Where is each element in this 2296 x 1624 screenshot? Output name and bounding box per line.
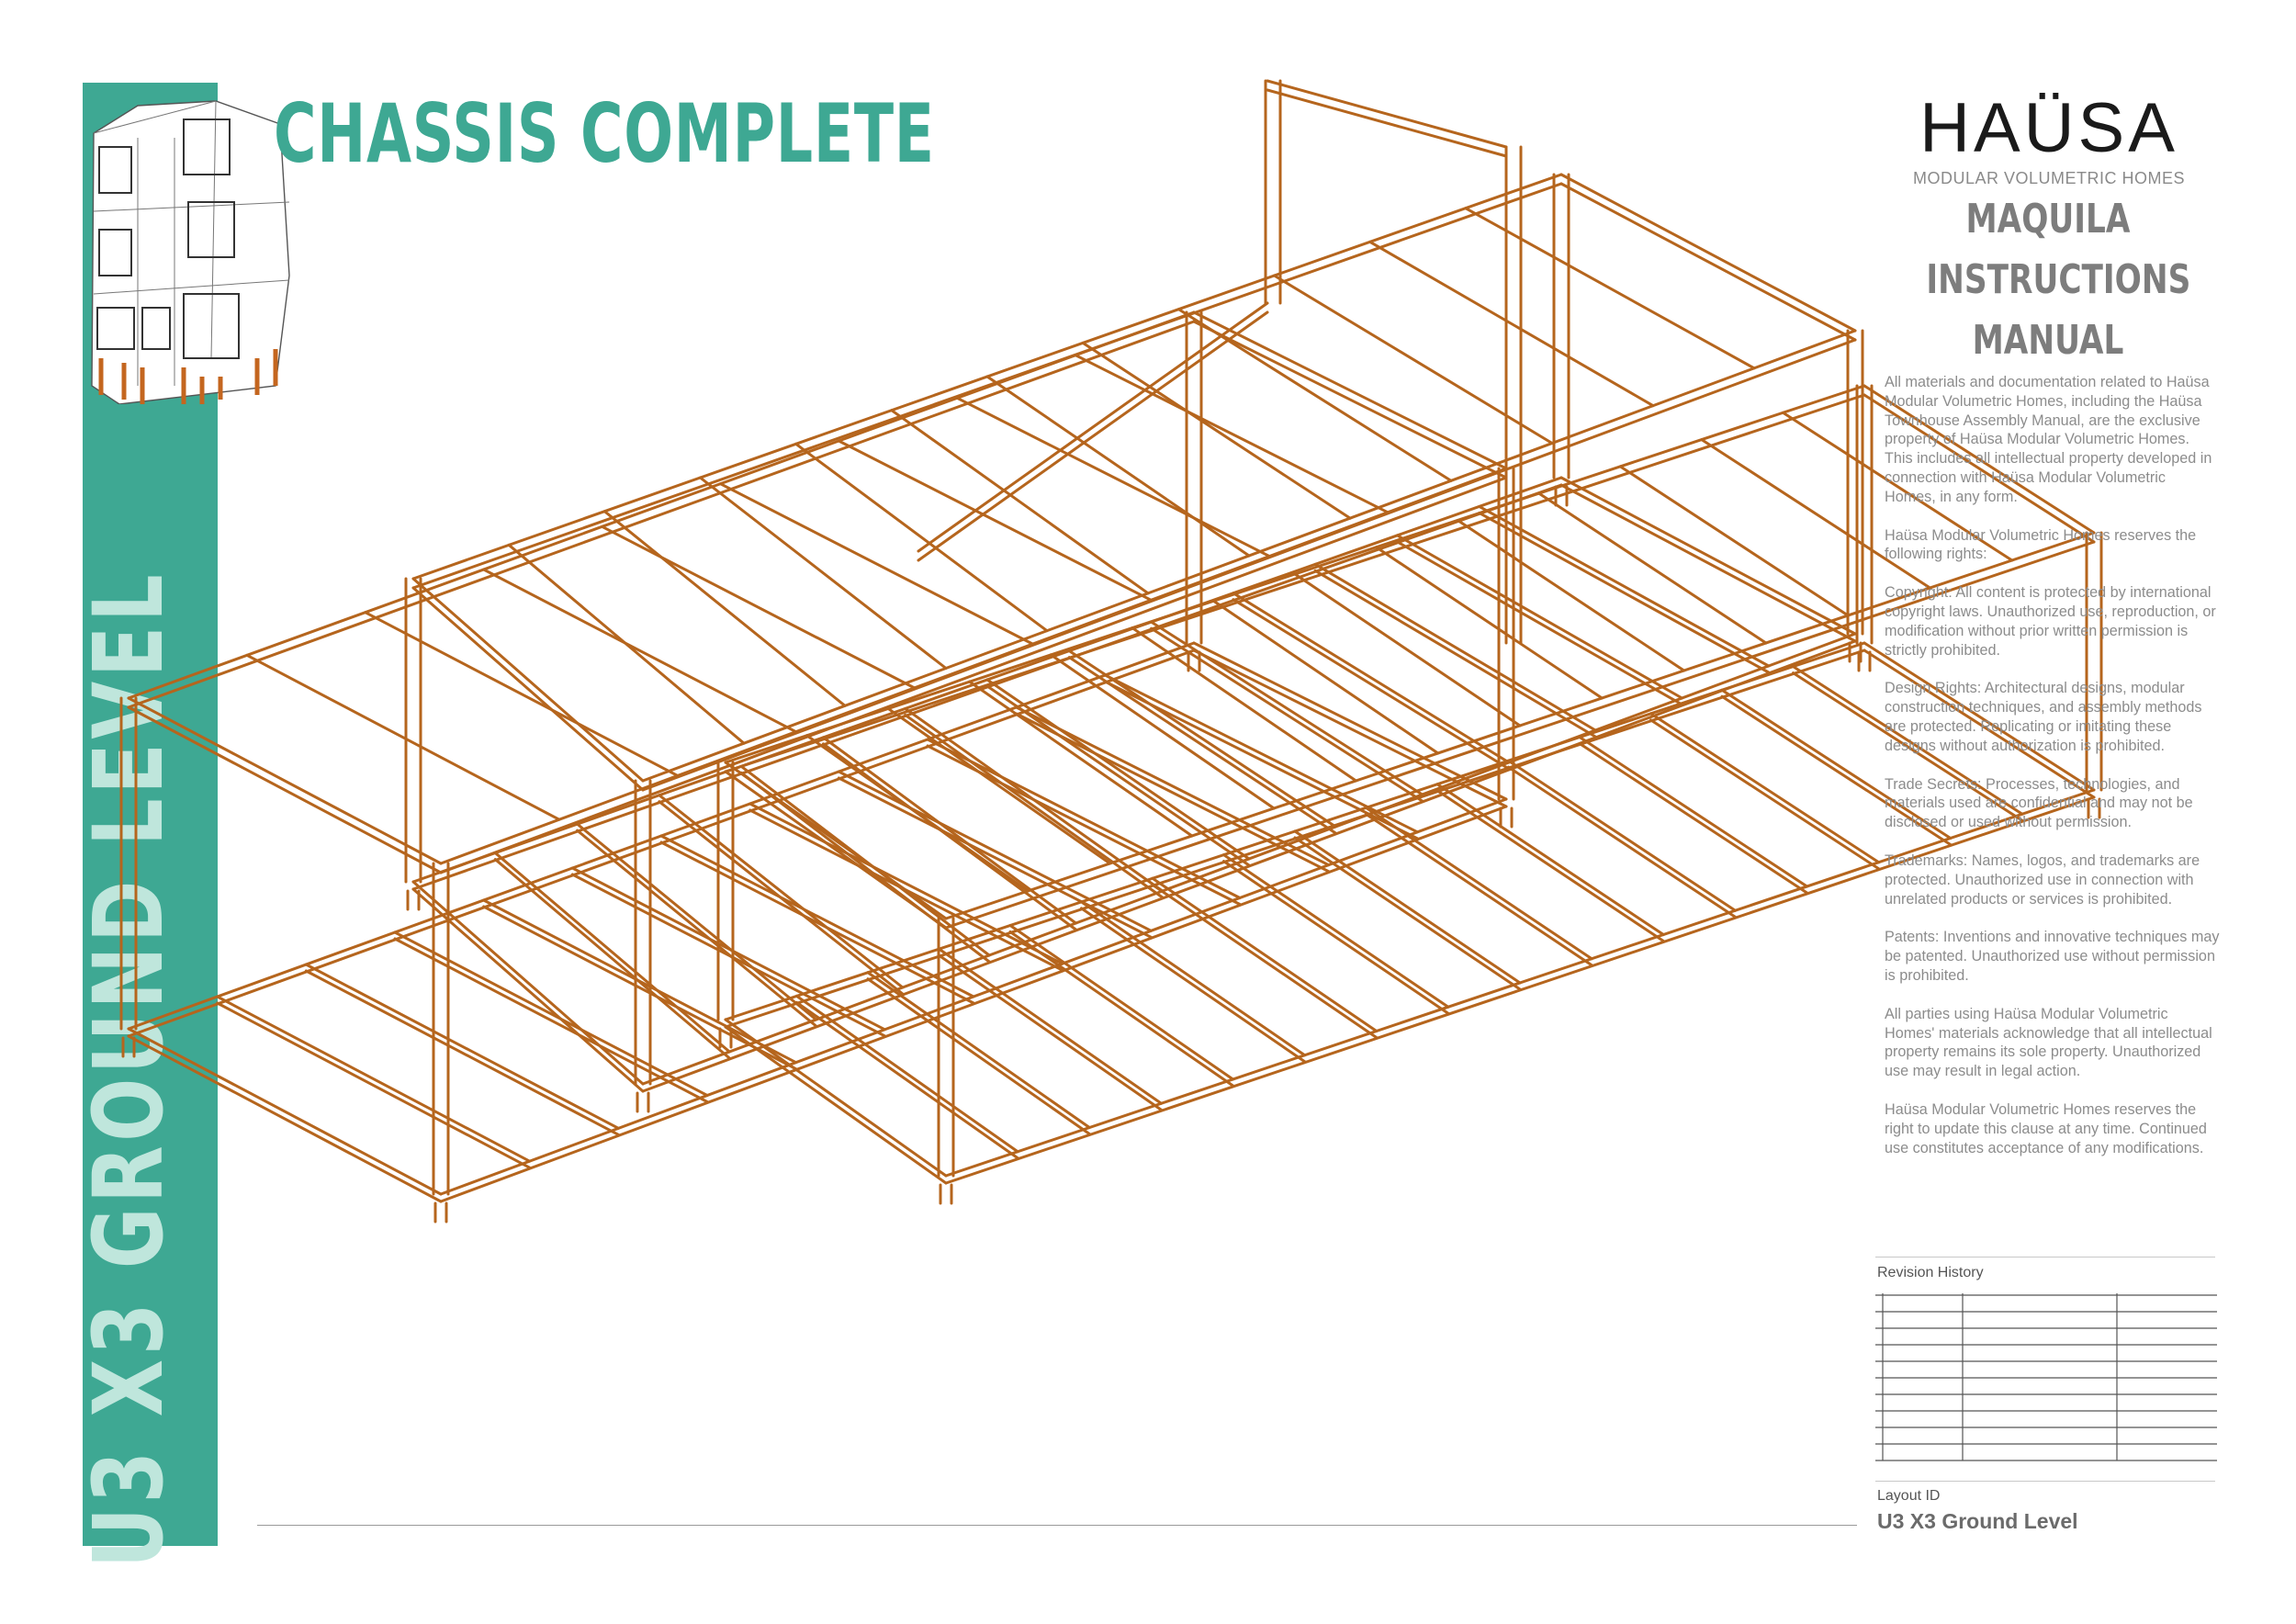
revision-history-table: [1875, 1293, 2217, 1461]
brand-logo: HAÜSA MODULAR VOLUMETRIC HOMES: [1907, 92, 2191, 188]
manual-title-line-3: MANUAL: [1972, 317, 2124, 364]
page-title: CHASSIS COMPLETE: [274, 86, 935, 181]
layout-divider: [1875, 1481, 2215, 1482]
legal-paragraph: All parties using Haüsa Modular Volumetr…: [1885, 1005, 2212, 1080]
legal-paragraph: Trade Secrets: Processes, technologies, …: [1885, 775, 2193, 831]
legal-paragraph: Haüsa Modular Volumetric Homes reserves …: [1885, 1100, 2207, 1156]
legal-paragraph: Copyright: All content is protected by i…: [1885, 584, 2216, 659]
brand-tagline: MODULAR VOLUMETRIC HOMES: [1912, 169, 2186, 187]
legal-paragraph: Trademarks: Names, logos, and trademarks…: [1885, 851, 2200, 908]
legal-paragraph: Design Rights: Architectural designs, mo…: [1885, 680, 2202, 754]
legal-notice: All materials and documentation related …: [1885, 373, 2221, 1177]
house-thumbnail: [91, 100, 290, 404]
layout-id-label: Layout ID: [1877, 1488, 1941, 1504]
legal-paragraph: Haüsa Modular Volumetric Homes reserves …: [1885, 526, 2197, 563]
manual-title-line-2: INSTRUCTIONS: [1926, 256, 2191, 303]
legal-paragraph: Patents: Inventions and innovative techn…: [1885, 929, 2220, 984]
layout-id-value: U3 X3 Ground Level: [1877, 1509, 2078, 1533]
manual-title-line-1: MAQUILA: [1965, 196, 2131, 242]
brand-name: HAÜSA: [1919, 89, 2178, 167]
legal-paragraph: All materials and documentation related …: [1885, 374, 2212, 505]
revision-history-label: Revision History: [1877, 1265, 1984, 1280]
footer-rule: [257, 1525, 1857, 1526]
